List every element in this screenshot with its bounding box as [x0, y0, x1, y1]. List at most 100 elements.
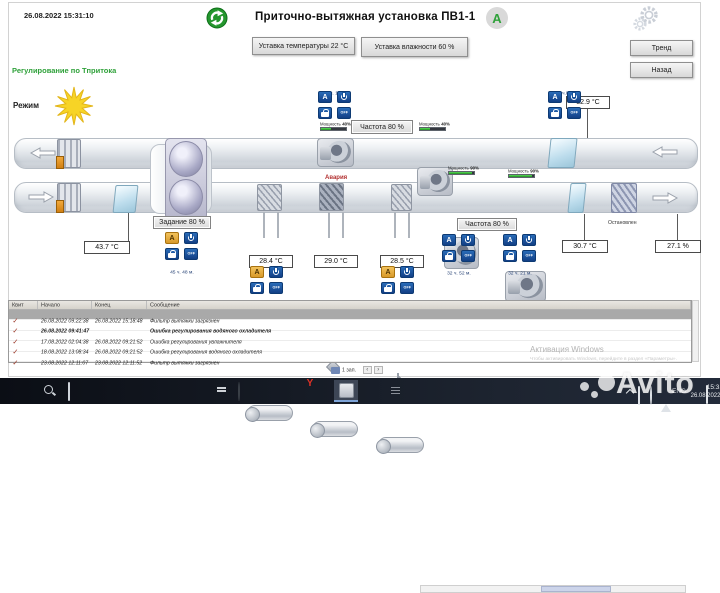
- table-row[interactable]: ✓ 26.08.2022 09:22:38 26.08.2022 15:18:4…: [9, 310, 691, 325]
- pump-1-controls: A OFF: [250, 266, 283, 294]
- auto-button[interactable]: A: [503, 234, 517, 246]
- off-label: OFF: [272, 286, 280, 290]
- avito-logo-dot: [598, 374, 615, 391]
- power-button[interactable]: [269, 266, 283, 278]
- lock-button[interactable]: [250, 282, 264, 294]
- dark-app-icon[interactable]: [238, 382, 240, 401]
- power-value: 40%: [441, 122, 450, 127]
- runtime-hours: 32 ч. 52 м.: [447, 271, 471, 276]
- power-value: 40%: [342, 122, 351, 127]
- ack-checkbox[interactable]: ✓: [9, 331, 38, 349]
- table-row[interactable]: ✓ 17.08.2022 02:04:38 26.08.2022 09:21:5…: [9, 330, 691, 345]
- off-button[interactable]: OFF: [400, 282, 414, 294]
- auto-label: A: [507, 236, 513, 244]
- table-vertical-scrollbar[interactable]: [692, 300, 699, 362]
- lock-button[interactable]: [503, 250, 517, 262]
- lock-icon: [384, 283, 393, 293]
- supply-temp-readout: 30.7 °C: [562, 240, 608, 253]
- preheater-unit: [112, 185, 139, 213]
- sensor-line: [677, 214, 678, 240]
- auto-button[interactable]: A: [165, 232, 179, 244]
- exhaust-fan-1: [317, 138, 354, 167]
- rotary-heat-exchanger: [165, 138, 207, 220]
- power-button[interactable]: [461, 234, 475, 246]
- auto-label: A: [322, 93, 328, 101]
- tray-clock[interactable]: 15:31 26.08.2022: [688, 384, 720, 399]
- table-row[interactable]: ✓ 26.08.2022 09:41:47 Ошибка регулирован…: [9, 320, 691, 335]
- auto-button[interactable]: A: [548, 91, 562, 103]
- power-icon: [340, 92, 349, 102]
- task-view-icon[interactable]: [68, 382, 70, 401]
- ack-checkbox[interactable]: ✓: [9, 320, 38, 338]
- damper-actuator-icon: [56, 200, 64, 213]
- auto-button[interactable]: A: [381, 266, 395, 278]
- lock-button[interactable]: [318, 107, 332, 119]
- off-label: OFF: [570, 111, 578, 115]
- power-bar: [419, 127, 446, 131]
- off-button[interactable]: OFF: [567, 107, 581, 119]
- exhaust-out-arrow-icon: [30, 147, 56, 159]
- off-button[interactable]: OFF: [522, 250, 536, 262]
- temp-setpoint-button[interactable]: Уставка температуры 22 °C: [252, 37, 355, 55]
- table-horizontal-scrollbar[interactable]: [420, 585, 686, 593]
- power-value: 90%: [530, 169, 539, 174]
- second-heater-coil: [391, 184, 412, 211]
- power-button[interactable]: [400, 266, 414, 278]
- humidity-setpoint-button[interactable]: Уставка влажности 60 %: [361, 37, 468, 57]
- lock-button[interactable]: [548, 107, 562, 119]
- off-button[interactable]: OFF: [184, 248, 198, 260]
- power-button[interactable]: [522, 234, 536, 246]
- off-button[interactable]: OFF: [337, 107, 351, 119]
- pipe: [328, 212, 330, 238]
- wheel-disc-icon: [169, 141, 203, 177]
- wheel-setpoint[interactable]: Задание 80 %: [153, 216, 211, 229]
- off-label: OFF: [340, 111, 348, 115]
- ack-checkbox[interactable]: ✓: [9, 310, 38, 328]
- cell-start: 18.08.2022 13:08:34: [41, 350, 89, 356]
- power-label: Мощность: [419, 122, 440, 127]
- power-icon: [187, 233, 196, 243]
- auto-button[interactable]: A: [318, 91, 332, 103]
- off-label: OFF: [525, 254, 533, 258]
- lock-button[interactable]: [442, 250, 456, 262]
- off-button[interactable]: OFF: [269, 282, 283, 294]
- off-button[interactable]: OFF: [461, 250, 475, 262]
- page-title: Приточно-вытяжная установка ПВ1-1: [255, 11, 476, 23]
- pager-prev-button[interactable]: [362, 366, 372, 374]
- power-button[interactable]: [567, 91, 581, 103]
- auto-button[interactable]: A: [442, 234, 456, 246]
- back-button[interactable]: Назад: [630, 62, 693, 78]
- power-button[interactable]: [184, 232, 198, 244]
- lock-button[interactable]: [381, 282, 395, 294]
- notification-center-icon[interactable]: [706, 385, 708, 404]
- col-message: Сообщение: [150, 302, 180, 308]
- table-row[interactable]: ✓ 23.08.2022 12:11:07 23.08.2022 12:11:5…: [9, 351, 691, 366]
- lock-button[interactable]: [165, 248, 179, 260]
- frequency-setpoint-supply[interactable]: Частота 80 %: [457, 218, 517, 231]
- wheel-controls: A OFF: [165, 232, 198, 260]
- table-row[interactable]: ✓ 18.08.2022 13:08:34 26.08.2022 09:21:5…: [9, 341, 691, 356]
- avito-watermark: Avito: [616, 367, 695, 400]
- humidifier-unit: [611, 183, 637, 213]
- ack-checkbox[interactable]: ✓: [9, 352, 38, 370]
- power-button[interactable]: [337, 91, 351, 103]
- auto-button[interactable]: A: [250, 266, 264, 278]
- ack-checkbox[interactable]: ✓: [9, 341, 38, 359]
- pager-next-button[interactable]: [373, 366, 383, 374]
- language-indicator[interactable]: ENG: [672, 388, 687, 395]
- active-scada-app[interactable]: [334, 380, 358, 402]
- settings-gears-icon[interactable]: [630, 5, 662, 33]
- water-heater-coil: [257, 184, 282, 211]
- exhaust-fan-2-controls: A OFF: [548, 91, 581, 119]
- scada-runtime-icon: [338, 382, 354, 398]
- power-bar: [448, 171, 475, 175]
- alarm-table-header: Квит Начало Конец Сообщение: [9, 301, 691, 310]
- windows-activation-watermark-sub: Чтобы активировать Windows, перейдите в …: [530, 356, 677, 362]
- trend-button[interactable]: Тренд: [630, 40, 693, 56]
- scrollbar-thumb[interactable]: [541, 586, 611, 592]
- frequency-setpoint-exhaust[interactable]: Частота 80 %: [351, 120, 413, 134]
- exhaust-damper: [56, 139, 81, 169]
- power-icon: [525, 235, 534, 245]
- check-icon: ✓: [12, 337, 19, 346]
